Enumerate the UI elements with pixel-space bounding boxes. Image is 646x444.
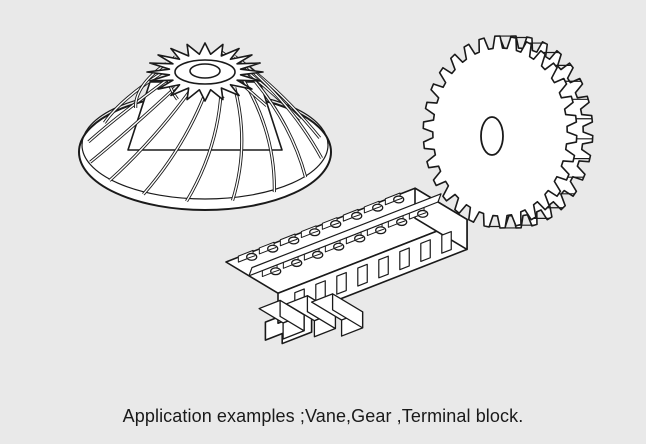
caption-text: Application examples ;Vane,Gear ,Termina… (122, 406, 524, 426)
terminal-block-illustration (225, 187, 468, 345)
vane-illustration (78, 42, 332, 211)
gear-illustration (422, 35, 594, 229)
